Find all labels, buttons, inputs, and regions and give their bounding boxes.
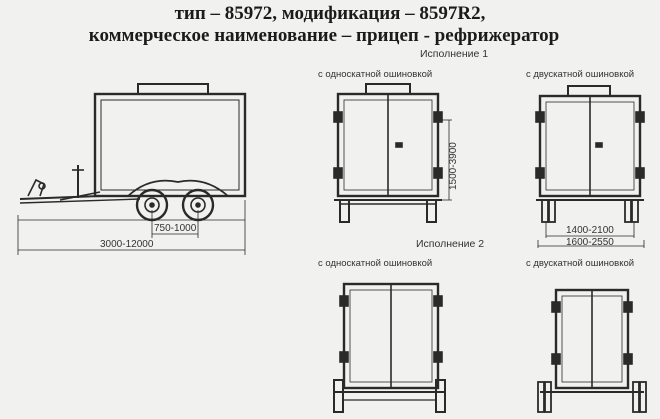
variant1-title: Исполнение 1	[420, 48, 489, 60]
side-view-trailer	[17, 83, 247, 255]
dim-height: 1500-3900	[448, 142, 459, 190]
dim-length: 3000-12000	[100, 239, 154, 250]
dim-total-width: 1600-2550	[566, 237, 614, 248]
dim-wheelbase: 750-1000	[154, 223, 197, 234]
variant2-dual-label: с двускатной ошиновкой	[526, 258, 635, 269]
dim-body-width: 1400-2100	[566, 225, 614, 236]
variant2-title: Исполнение 2	[416, 238, 485, 250]
rear-view-v1-dual	[535, 85, 645, 248]
title-line-2: коммерческое наименование – прицеп - реф…	[88, 25, 560, 46]
rear-view-v2-dual	[537, 288, 647, 413]
variant1-dual-label: с двускатной ошиновкой	[526, 69, 635, 80]
variant1-single-label: с односкатной ошиновкой	[318, 69, 433, 80]
rear-view-v2-single	[333, 282, 446, 413]
variant2-single-label: с односкатной ошиновкой	[318, 258, 433, 269]
rear-view-v1-single	[333, 83, 452, 223]
title-line-1: тип – 85972, модификация – 8597R2,	[174, 3, 486, 24]
